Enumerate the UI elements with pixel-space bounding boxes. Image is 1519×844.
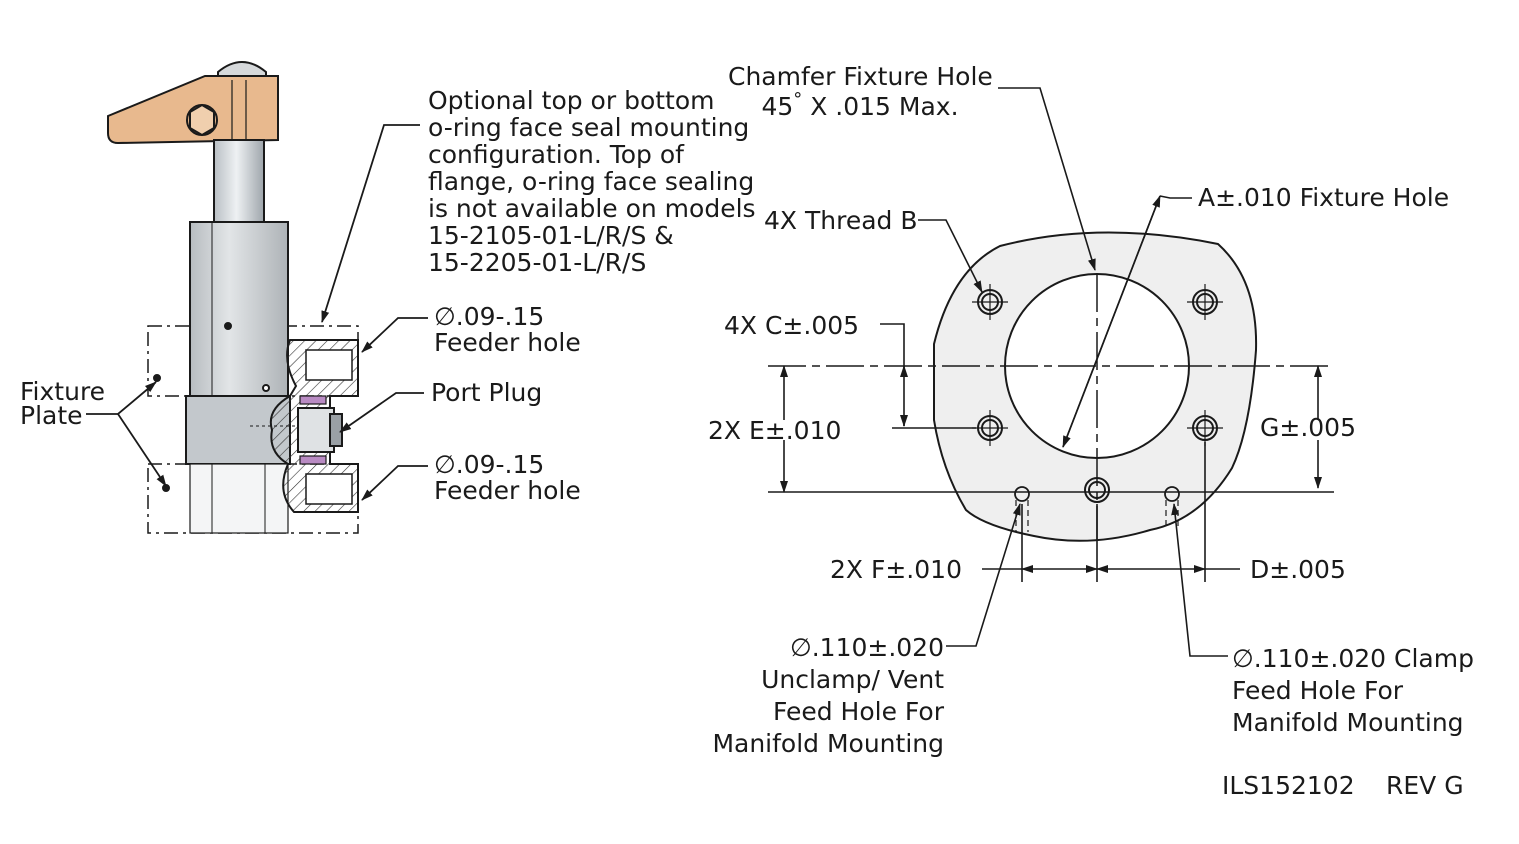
unclamp-line-2: Unclamp/ Vent [761,665,944,694]
port-plug-label: Port Plug [431,378,543,407]
unclamp-line-3: Feed Hole For [772,697,944,726]
unclamp-feed-label: ∅.110±.020 Unclamp/ Vent Feed Hole For M… [690,632,944,760]
f-dimension-label: 2X F±.010 [830,555,962,584]
chamfer-line-1: Chamfer Fixture Hole [728,62,993,91]
fixture-plate-line-2: Plate [20,401,83,430]
feeder-hole-top-label: ∅.09-.15 Feeder hole [434,304,581,356]
degree-symbol: ° [793,89,803,110]
note-line-2: o-ring face seal mounting [428,113,750,142]
thread-holes [972,284,1223,503]
clamp-feed-hole [1164,486,1180,502]
g-dimension-label: G±.005 [1260,413,1356,442]
chamfer-size: X .015 Max. [802,92,959,121]
thread-b-label: 4X Thread B [764,206,918,235]
chamfer-line-2: 45° X .015 Max. [728,89,992,125]
seal-top [299,395,327,405]
flange-view [768,87,1334,657]
chamfer-angle: 45 [761,92,794,121]
fixture-plate-line-1: Fixture [20,377,106,406]
clamp-line-3: Manifold Mounting [1232,708,1464,737]
chamfer-label: Chamfer Fixture Hole 45° X .015 Max. [728,62,993,125]
feeder-top-diameter: ∅.09-.15 [434,302,545,331]
clamp-assembly [107,61,359,534]
note-line-1: Optional top or bottom [428,86,715,115]
left-leaders [86,124,428,501]
feeder-bottom-diameter: ∅.09-.15 [434,450,545,479]
clamp-rod [213,139,265,223]
drawing-number: ILS152102 [1222,771,1355,800]
clamp-body-bottom [189,463,289,534]
port-plug [297,407,335,453]
seal-bottom [299,455,327,465]
mounting-note: Optional top or bottom o-ring face seal … [428,87,756,276]
clamp-body-upper [189,221,289,397]
clamp-line-2: Feed Hole For [1232,676,1404,705]
clamp-diameter: ∅.110±.020 Clamp [1232,644,1474,673]
feeder-top-text: Feeder hole [434,328,581,357]
unclamp-feed-hole [1014,486,1030,502]
note-line-7: 15-2205-01-L/R/S [428,248,647,277]
fixture-hole-a-label: A±.010 Fixture Hole [1198,183,1450,212]
d-dimension-label: D±.005 [1250,555,1346,584]
feeder-bottom-text: Feeder hole [434,476,581,505]
note-line-5: is not available on models [428,194,756,223]
clamp-feed-label: ∅.110±.020 Clamp Feed Hole For Manifold … [1232,643,1474,739]
note-line-3: configuration. Top of [428,140,684,169]
unclamp-diameter: ∅.110±.020 [789,633,944,662]
note-line-6: 15-2105-01-L/R/S & [428,221,674,250]
e-dimension-label: 2X E±.010 [708,416,842,445]
note-line-4: flange, o-ring face sealing [428,167,755,196]
revision-label: REV G [1386,771,1464,800]
fixture-plate-label: Fixture Plate [20,377,106,430]
unclamp-line-4: Manifold Mounting [712,729,944,758]
c-dimension-label: 4X C±.005 [724,311,860,340]
feeder-hole-bottom-label: ∅.09-.15 Feeder hole [434,452,581,504]
